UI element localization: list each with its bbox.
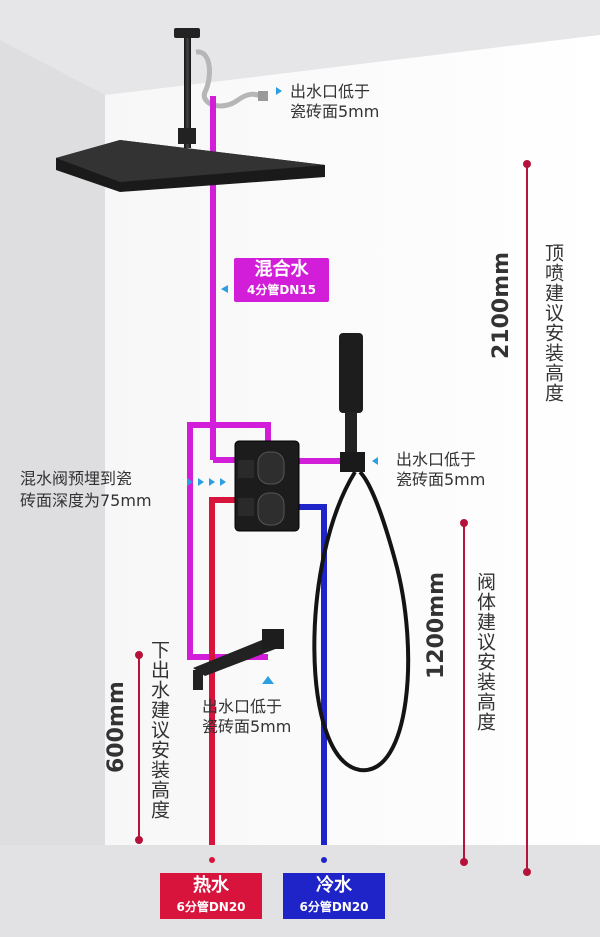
top-height-value: 2100mm xyxy=(489,251,514,359)
mixed-water-sub: 4分管DN15 xyxy=(246,283,317,297)
valve-depth-line1: 混水阀预埋到瓷 xyxy=(20,469,133,488)
hot-water-sub: 6分管DN20 xyxy=(176,900,246,914)
hand-shower-handle xyxy=(345,412,357,452)
valve-knob-bottom xyxy=(257,492,285,526)
cold-water-sub: 6分管DN20 xyxy=(299,900,369,914)
spout-height-label: 下出水建议安装高度 xyxy=(148,640,170,820)
top-height-label: 顶喷建议安装高度 xyxy=(542,243,564,403)
dimension-lines xyxy=(135,160,531,876)
side-wall xyxy=(0,40,105,845)
spout-outlet-note: 出水口低于 瓷砖面5mm xyxy=(202,697,291,737)
hand-shower-holder xyxy=(340,452,365,472)
spout-outlet-marker xyxy=(262,676,274,684)
shower-outlet-note: 出水口低于 瓷砖面5mm xyxy=(290,82,379,122)
hand-outlet-marker xyxy=(372,457,378,465)
spout-base xyxy=(262,629,284,649)
ceiling-flange xyxy=(174,28,200,38)
valve-depth-markers xyxy=(187,478,226,486)
shower-outlet-marker xyxy=(276,87,282,95)
hot-water-pipe xyxy=(209,497,240,845)
valve-knob-top xyxy=(257,451,285,485)
pipe-end-dots xyxy=(209,857,327,863)
hot-water-title: 热水 xyxy=(193,875,229,896)
mixed-label-marker xyxy=(221,285,228,293)
valve-depth-line2: 砖面深度为75mm xyxy=(20,491,152,510)
valve-plug-top xyxy=(238,460,254,478)
valve-height-label: 阀体建议安装高度 xyxy=(474,572,496,732)
hand-outlet-note: 出水口低于 瓷砖面5mm xyxy=(396,450,485,490)
shower-arm xyxy=(184,38,191,148)
mixed-water-label: 混合水 4分管DN15 xyxy=(234,258,329,302)
valve-depth-note: 混水阀预埋到瓷 砖面深度为75mm xyxy=(20,468,152,512)
spout-height-value: 600mm xyxy=(104,681,129,774)
shower-outlet-line2: 瓷砖面5mm xyxy=(290,102,380,121)
hot-water-label: 热水 6分管DN20 xyxy=(160,873,262,919)
bath-spout xyxy=(193,640,278,676)
hose-nut xyxy=(258,91,268,101)
cold-water-pipe xyxy=(294,504,327,845)
spout-outlet-line1: 出水口低于 xyxy=(202,697,283,716)
spout-outlet-line2: 瓷砖面5mm xyxy=(202,717,292,736)
valve-plug-bottom xyxy=(238,498,254,516)
cold-water-label: 冷水 6分管DN20 xyxy=(283,873,385,919)
hand-outlet-line2: 瓷砖面5mm xyxy=(396,470,486,489)
spout-tip xyxy=(193,670,203,690)
cold-water-title: 冷水 xyxy=(316,875,352,896)
shower-outlet-line1: 出水口低于 xyxy=(290,82,371,101)
hand-shower-hose xyxy=(312,470,411,773)
shower-arm-joint xyxy=(178,128,196,144)
hand-outlet-line1: 出水口低于 xyxy=(396,450,477,469)
valve-height-value: 1200mm xyxy=(424,571,449,679)
hand-shower-head xyxy=(339,333,363,413)
mixed-water-title: 混合水 xyxy=(254,259,309,280)
shower-head-top xyxy=(56,140,325,182)
